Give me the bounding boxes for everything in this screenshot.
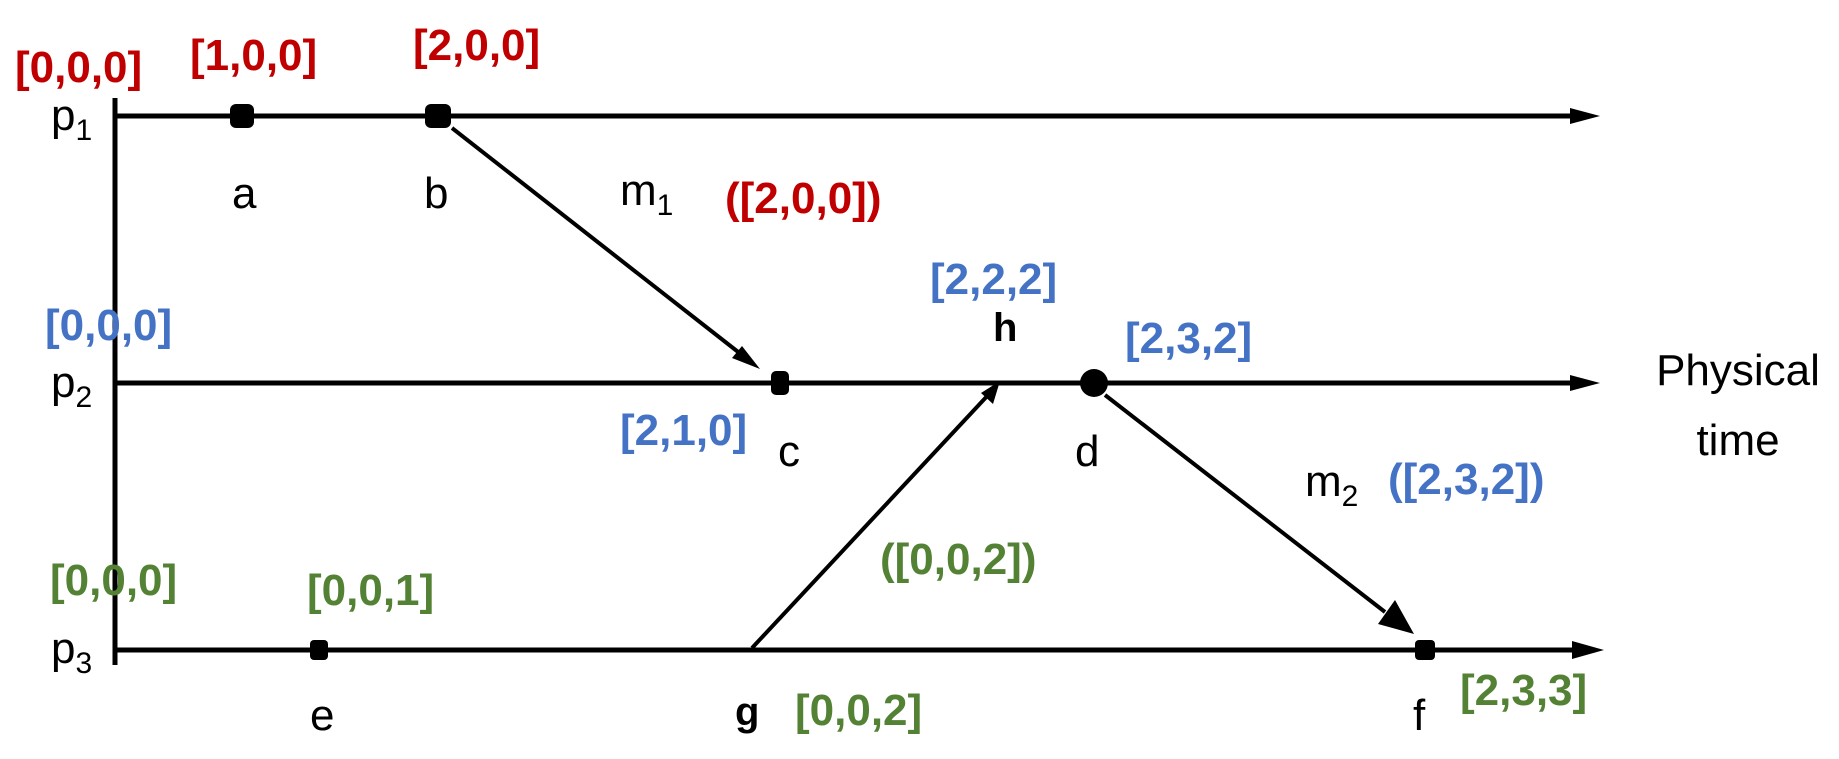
event-d-label: d bbox=[1075, 427, 1099, 476]
timeline-p2-arrowhead bbox=[1570, 375, 1600, 391]
event-c-marker bbox=[771, 371, 789, 395]
message-m1-arrowhead bbox=[732, 346, 760, 369]
event-f-label: f bbox=[1413, 691, 1426, 740]
message-m1-timestamp: ([2,0,0]) bbox=[725, 174, 881, 223]
message-g-h-arrowhead bbox=[981, 381, 1000, 404]
event-f-marker bbox=[1415, 640, 1435, 660]
physical-time-label-line2: time bbox=[1696, 416, 1779, 465]
event-c-label: c bbox=[778, 427, 800, 476]
process-label-p2: p2 bbox=[51, 358, 92, 414]
event-d-marker bbox=[1080, 369, 1108, 397]
event-e-marker bbox=[310, 640, 328, 660]
message-m2-timestamp: ([2,3,2]) bbox=[1388, 455, 1544, 504]
p3-initial-clock: [0,0,0] bbox=[50, 556, 177, 605]
message-g-h-timestamp: ([0,0,2]) bbox=[880, 535, 1036, 584]
message-m2-arrow bbox=[1103, 393, 1387, 614]
process-label-p3: p3 bbox=[51, 624, 92, 680]
event-b-marker bbox=[425, 104, 451, 128]
timeline-p3-arrowhead bbox=[1572, 641, 1604, 659]
event-a-label: a bbox=[232, 169, 257, 218]
message-m2-label: m2 bbox=[1305, 457, 1358, 513]
message-m1-arrow bbox=[450, 126, 744, 357]
event-f-clock: [2,3,3] bbox=[1460, 666, 1587, 715]
event-e-label: e bbox=[310, 691, 334, 740]
event-c-clock: [2,1,0] bbox=[620, 406, 747, 455]
event-a-clock: [1,0,0] bbox=[190, 31, 317, 80]
p1-initial-clock: [0,0,0] bbox=[15, 43, 142, 92]
process-label-p1: p1 bbox=[51, 91, 92, 147]
message-m2-arrowhead bbox=[1378, 600, 1414, 634]
timeline-p1-arrowhead bbox=[1570, 108, 1600, 124]
event-g-label: g bbox=[735, 690, 759, 734]
event-g-clock: [0,0,2] bbox=[795, 686, 922, 735]
event-d-clock: [2,3,2] bbox=[1125, 314, 1252, 363]
event-e-clock: [0,0,1] bbox=[307, 566, 434, 615]
event-b-clock: [2,0,0] bbox=[413, 21, 540, 70]
p2-initial-clock: [0,0,0] bbox=[45, 301, 172, 350]
event-a-marker bbox=[230, 104, 254, 128]
event-h-label: h bbox=[993, 306, 1017, 350]
message-m1-label: m1 bbox=[620, 166, 673, 222]
event-h-clock: [2,2,2] bbox=[930, 255, 1057, 304]
event-b-label: b bbox=[424, 169, 448, 218]
physical-time-label-line1: Physical bbox=[1656, 346, 1820, 395]
message-g-h-arrow bbox=[750, 391, 992, 650]
